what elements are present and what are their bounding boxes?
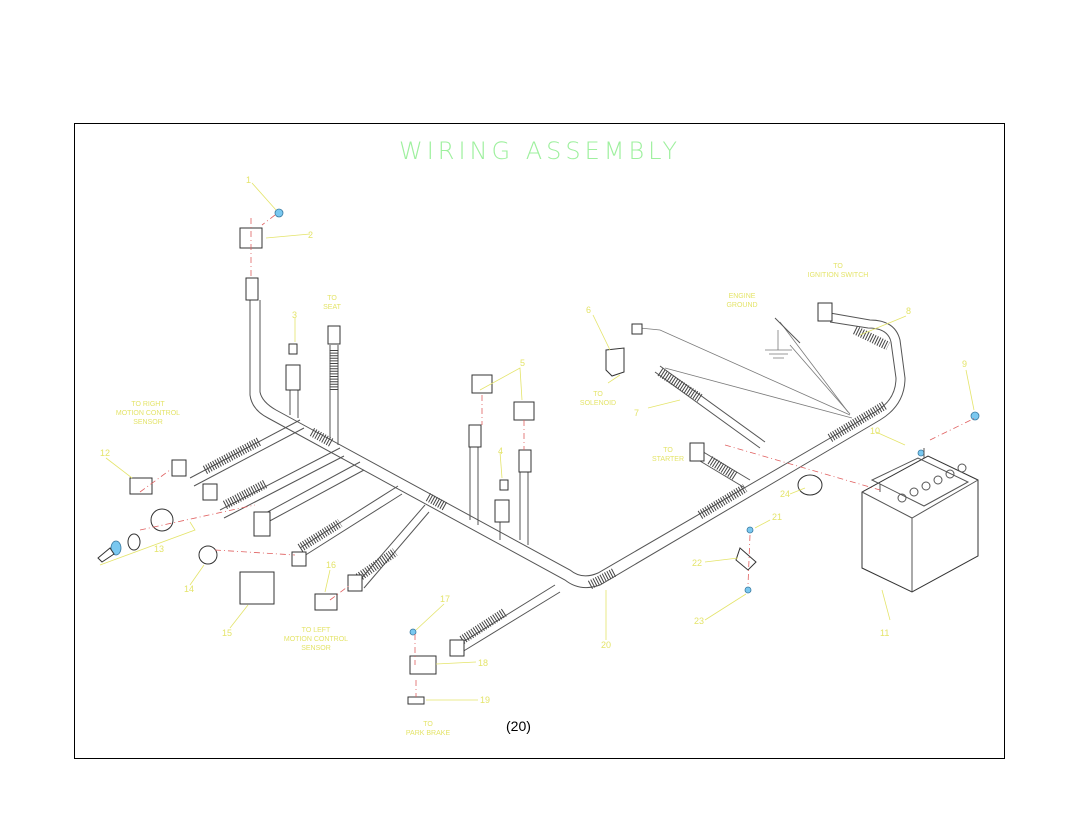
callout-24: 24 bbox=[780, 489, 790, 499]
connector-seat bbox=[327, 325, 341, 345]
connector-ignition bbox=[202, 483, 218, 501]
label-ignition-2: IGNITION SWITCH bbox=[808, 272, 869, 279]
relay-2a bbox=[471, 374, 493, 394]
ignition-nut bbox=[127, 533, 141, 551]
screw-right bbox=[970, 411, 980, 421]
label-solenoid-2: SOLENOID bbox=[580, 400, 616, 407]
text-labels: TO SEAT TO RIGHT MOTION CONTROL SENSOR T… bbox=[116, 263, 868, 737]
page-number: (20) bbox=[506, 718, 531, 734]
callout-23: 23 bbox=[694, 616, 704, 626]
callout-20: 20 bbox=[601, 640, 611, 650]
boot-2 bbox=[797, 474, 823, 496]
solenoid-boot bbox=[605, 347, 625, 377]
connector-ignition-2 bbox=[817, 302, 833, 322]
drawing-title: WIRING ASSEMBLY bbox=[398, 137, 682, 165]
ignition-key bbox=[97, 547, 115, 563]
fuse-2 bbox=[499, 479, 509, 491]
connector-starter bbox=[689, 442, 705, 462]
label-right-2: MOTION CONTROL bbox=[116, 410, 180, 417]
connector-hour-meter bbox=[253, 511, 271, 537]
relay-2b bbox=[513, 401, 535, 421]
screw-clamp bbox=[746, 526, 754, 534]
push-button bbox=[198, 545, 218, 565]
battery-terminal-screw bbox=[917, 449, 925, 457]
right-sensor-switch bbox=[129, 477, 153, 495]
callout-15: 15 bbox=[222, 628, 232, 638]
harness-trunk bbox=[249, 300, 906, 589]
connector-relay-a bbox=[468, 424, 482, 448]
label-solenoid-1: TO bbox=[593, 391, 603, 398]
brake-actuator bbox=[407, 696, 425, 705]
screw-brake bbox=[409, 628, 417, 636]
callout-11: 11 bbox=[880, 628, 889, 638]
callout-1: 1 bbox=[246, 175, 251, 185]
left-sensor-switch bbox=[314, 593, 338, 611]
callout-22: 22 bbox=[692, 558, 702, 568]
ground-symbol bbox=[765, 330, 792, 359]
callout-3: 3 bbox=[292, 310, 297, 320]
cable-clamp bbox=[735, 547, 757, 571]
hour-meter bbox=[239, 571, 275, 605]
label-seat-2: SEAT bbox=[323, 304, 341, 311]
callout-16: 16 bbox=[326, 560, 336, 570]
callout-12: 12 bbox=[100, 448, 110, 458]
callout-2: 2 bbox=[308, 230, 313, 240]
callout-10: 10 bbox=[870, 426, 880, 436]
callout-14: 14 bbox=[184, 584, 194, 594]
connector-mid bbox=[291, 551, 307, 567]
fuse-holder-2 bbox=[494, 499, 510, 523]
centerlines bbox=[139, 214, 976, 697]
callout-18: 18 bbox=[478, 658, 488, 668]
connector-relay-b bbox=[518, 449, 532, 473]
callout-7: 7 bbox=[634, 408, 639, 418]
label-right-1: TO RIGHT bbox=[131, 401, 165, 408]
label-right-3: SENSOR bbox=[133, 419, 163, 426]
callout-17: 17 bbox=[440, 594, 450, 604]
battery bbox=[861, 448, 979, 593]
connector-top bbox=[245, 277, 259, 301]
callout-8: 8 bbox=[906, 306, 911, 316]
connector-right-sensor bbox=[171, 459, 187, 477]
fuse-1 bbox=[288, 343, 298, 355]
connectors bbox=[97, 208, 980, 705]
ignition-washer bbox=[110, 540, 122, 556]
connector-solenoid bbox=[631, 323, 643, 335]
harness-branches bbox=[189, 345, 751, 653]
park-brake-switch bbox=[409, 655, 437, 675]
label-seat-1: TO bbox=[327, 295, 337, 302]
label-brake-1: TO bbox=[423, 721, 433, 728]
callout-6: 6 bbox=[586, 305, 591, 315]
label-engine-2: GROUND bbox=[726, 302, 757, 309]
label-brake-2: PARK BRAKE bbox=[406, 730, 451, 737]
callout-19: 19 bbox=[480, 695, 490, 705]
nut-clamp bbox=[744, 586, 752, 594]
label-engine-1: ENGINE bbox=[729, 293, 756, 300]
callout-numbers: 1 2 3 4 5 6 7 8 9 10 11 12 13 14 15 16 1… bbox=[100, 175, 967, 705]
battery-cables bbox=[639, 317, 853, 449]
label-left-1: TO LEFT bbox=[302, 627, 331, 634]
fuse-holder-1 bbox=[285, 364, 301, 391]
leader-lines bbox=[99, 182, 975, 701]
callout-4: 4 bbox=[498, 446, 503, 456]
label-starter-1: TO bbox=[663, 447, 673, 454]
label-starter-2: STARTER bbox=[652, 456, 684, 463]
screw-top bbox=[274, 208, 284, 218]
label-ignition-1: TO bbox=[833, 263, 843, 270]
ignition-switch bbox=[150, 508, 174, 532]
callout-9: 9 bbox=[962, 359, 967, 369]
drawing-frame bbox=[74, 123, 1005, 759]
connector-left-sensor bbox=[347, 574, 363, 592]
connector-brake bbox=[449, 639, 465, 657]
label-left-2: MOTION CONTROL bbox=[284, 636, 348, 643]
callout-13: 13 bbox=[154, 544, 164, 554]
label-left-3: SENSOR bbox=[301, 645, 331, 652]
callout-5: 5 bbox=[520, 358, 525, 368]
callout-21: 21 bbox=[772, 512, 782, 522]
